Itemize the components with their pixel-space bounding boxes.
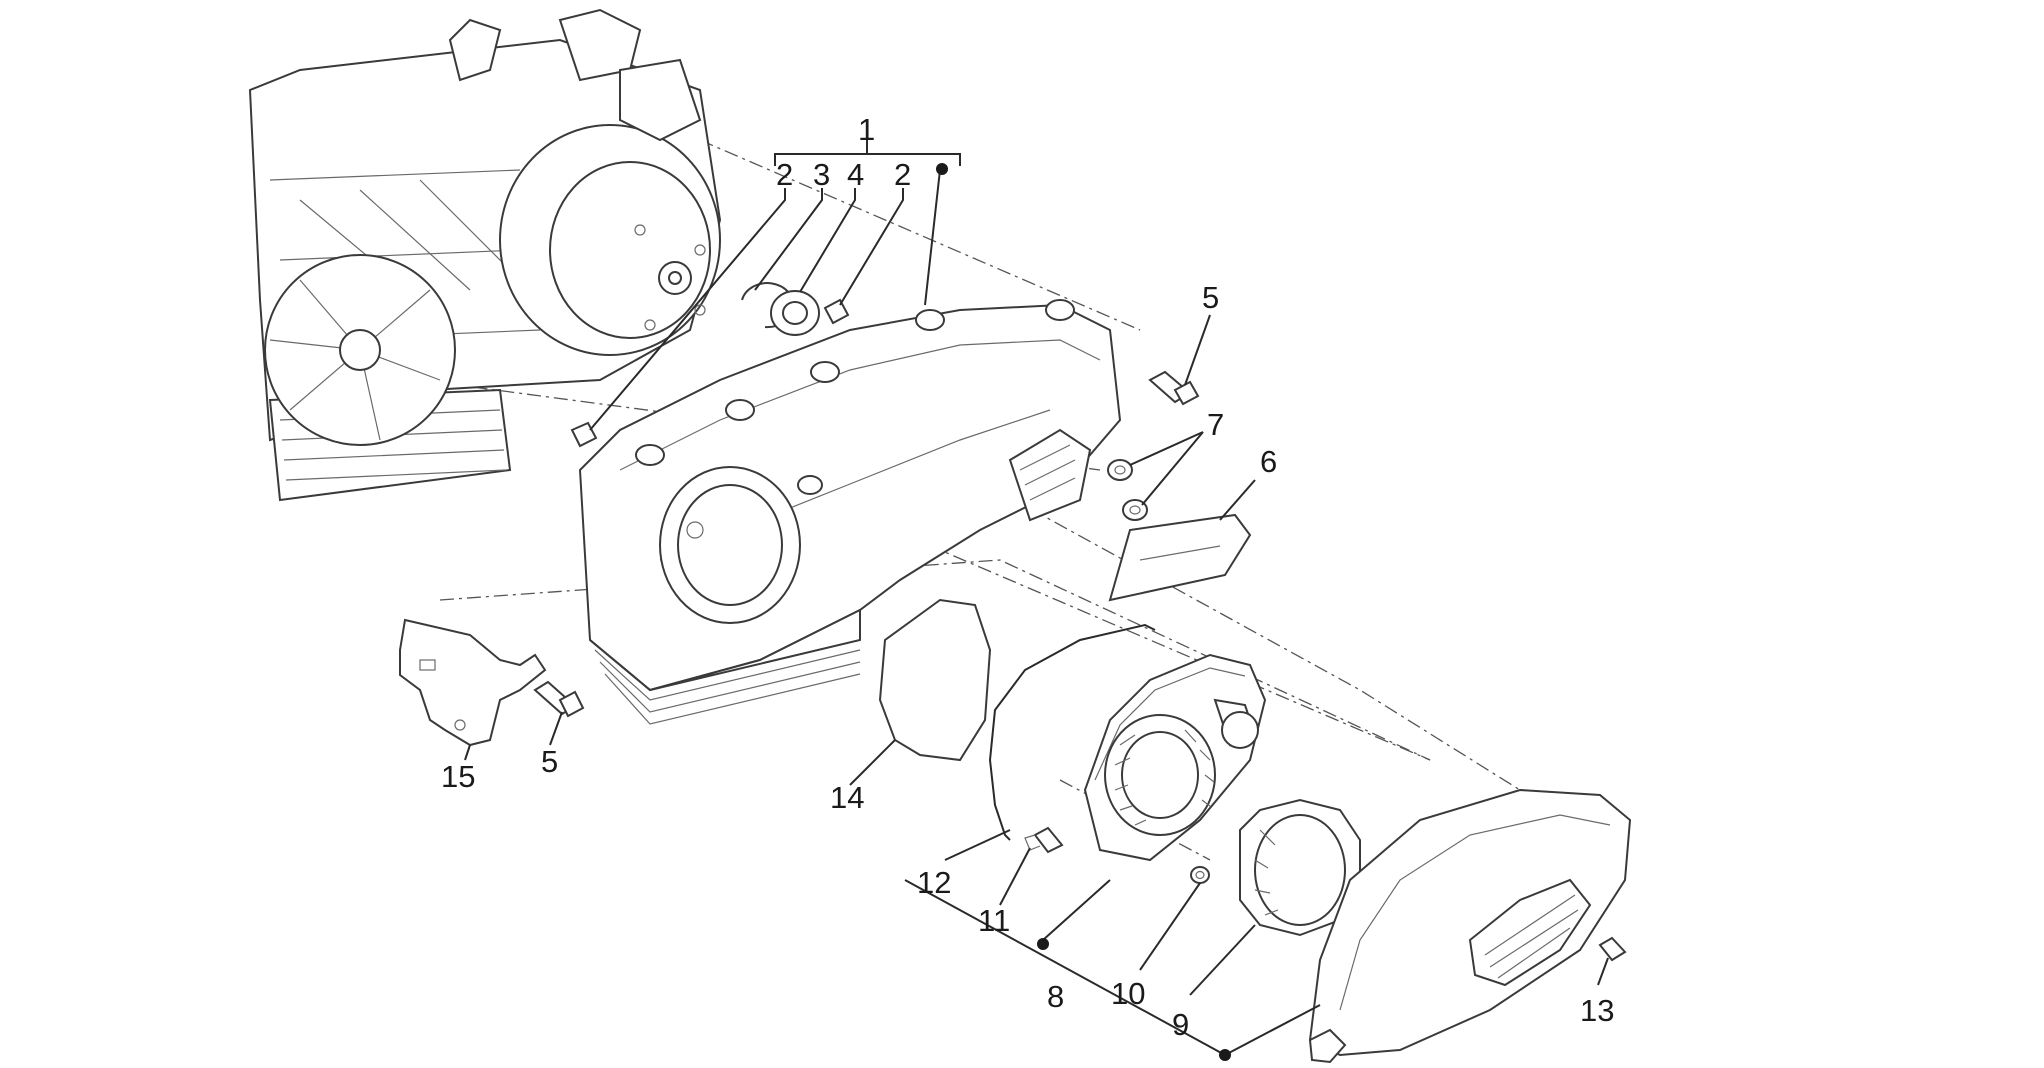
nut-10 (1190, 866, 1210, 884)
screw-13 (1598, 936, 1627, 962)
callout-13: 13 (1580, 993, 1614, 1028)
callout-8: 8 (1047, 979, 1064, 1014)
callout-12: 12 (917, 865, 951, 900)
callout-7: 7 (1207, 407, 1224, 442)
transmission-cover (578, 299, 1122, 725)
screw-lower (533, 680, 585, 718)
screw-top (1148, 370, 1200, 406)
callout-5-top: 5 (1202, 280, 1219, 315)
outer-cover (1308, 788, 1632, 1064)
callout-2-left: 2 (776, 157, 793, 192)
engine-block (248, 8, 722, 502)
callout-6: 6 (1260, 444, 1277, 479)
callout-14: 14 (830, 780, 864, 815)
screw-11 (1024, 826, 1064, 854)
callout-3: 3 (813, 157, 830, 192)
mounting-bracket (399, 618, 547, 747)
dowel-pin-top (823, 298, 850, 325)
badge-plate (1108, 513, 1252, 602)
callout-1: 1 (858, 112, 875, 147)
rubber-bush-lower (1122, 499, 1148, 521)
callout-11: 11 (978, 903, 1010, 938)
callout-15: 15 (441, 759, 475, 794)
seal-wire (988, 623, 1156, 841)
bearing (770, 290, 820, 336)
callout-labels: 1 2 3 4 2 5 7 6 15 5 14 12 11 8 10 9 13 (441, 112, 1614, 1042)
callout-10: 10 (1111, 976, 1145, 1011)
assembly-markers (936, 163, 1231, 1061)
assembly-dot-plate (1037, 938, 1049, 950)
assembly-dot-cover (936, 163, 948, 175)
intake-grille-cage (1104, 714, 1216, 836)
callout-9: 9 (1172, 1007, 1189, 1042)
callout-4: 4 (847, 157, 864, 192)
callout-2-right: 2 (894, 157, 911, 192)
filter-ring (1239, 798, 1361, 937)
gasket (878, 598, 992, 762)
leader-lines (464, 140, 1609, 1056)
callout-5-lower: 5 (541, 744, 558, 779)
assembly-dot-outer (1219, 1049, 1231, 1061)
rubber-bush-upper (1107, 459, 1133, 481)
